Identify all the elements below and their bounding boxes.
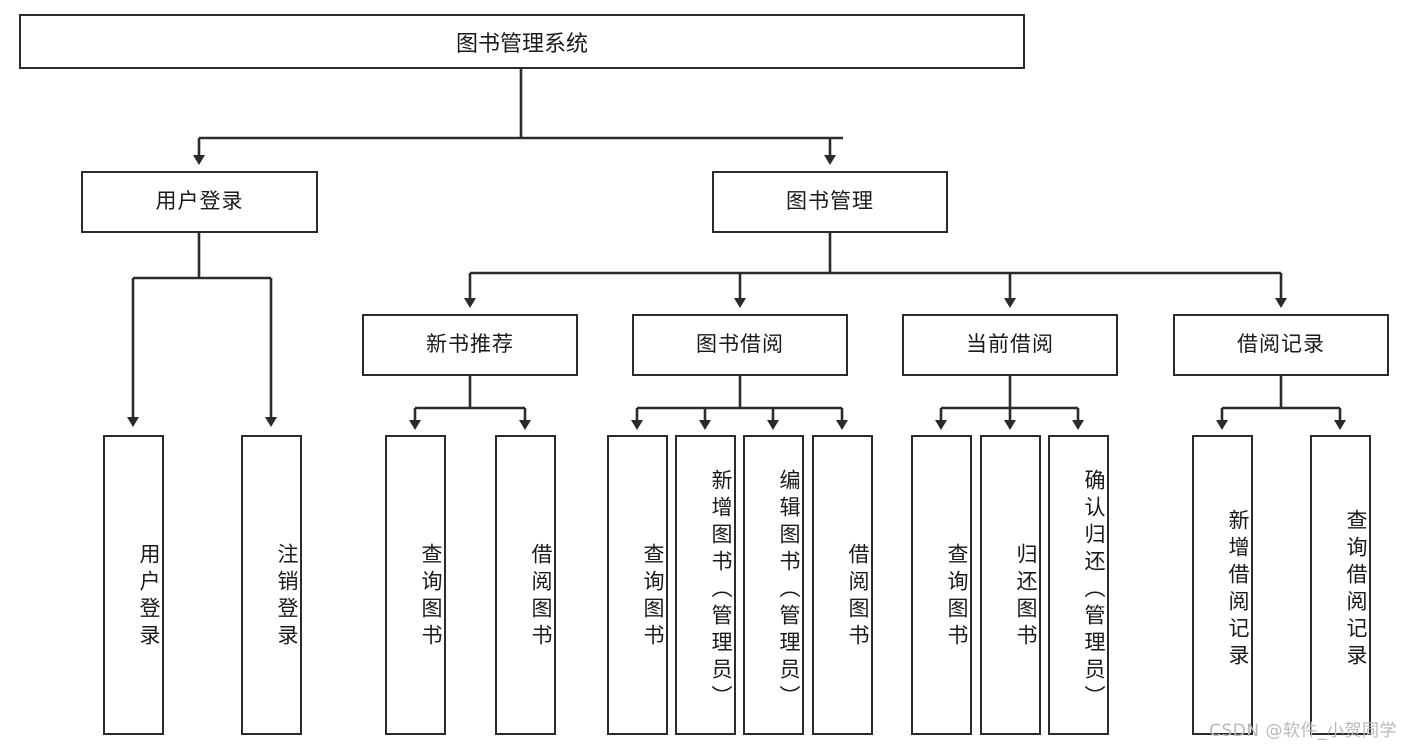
leaf-add-borrow-record[interactable]: 新增借阅记录 <box>1192 435 1253 735</box>
leaf-query-book-3[interactable]: 查询图书 <box>911 435 972 735</box>
node-book-borrow[interactable]: 图书借阅 <box>632 314 848 376</box>
node-current-borrow[interactable]: 当前借阅 <box>902 314 1118 376</box>
leaf-query-book-2[interactable]: 查询图书 <box>607 435 668 735</box>
leaf-query-book-1[interactable]: 查询图书 <box>385 435 446 735</box>
leaf-confirm-return[interactable]: 确认归还（管理员） <box>1048 435 1109 735</box>
node-root-book-management-system[interactable]: 图书管理系统 <box>19 14 1025 69</box>
leaf-user-login[interactable]: 用户登录 <box>103 435 164 735</box>
leaf-borrow-book-1[interactable]: 借阅图书 <box>495 435 556 735</box>
leaf-edit-book[interactable]: 编辑图书（管理员） <box>743 435 804 735</box>
watermark-text: CSDN @软件_小贺同学 <box>1209 721 1397 741</box>
node-book-management[interactable]: 图书管理 <box>712 171 948 233</box>
node-new-book-recommend[interactable]: 新书推荐 <box>362 314 578 376</box>
leaf-logout-login[interactable]: 注销登录 <box>241 435 302 735</box>
leaf-borrow-book-2[interactable]: 借阅图书 <box>812 435 873 735</box>
leaf-return-book[interactable]: 归还图书 <box>980 435 1041 735</box>
leaf-add-book[interactable]: 新增图书（管理员） <box>675 435 736 735</box>
leaf-query-borrow-record[interactable]: 查询借阅记录 <box>1310 435 1371 735</box>
node-borrow-record[interactable]: 借阅记录 <box>1173 314 1389 376</box>
node-user-login[interactable]: 用户登录 <box>81 171 318 233</box>
